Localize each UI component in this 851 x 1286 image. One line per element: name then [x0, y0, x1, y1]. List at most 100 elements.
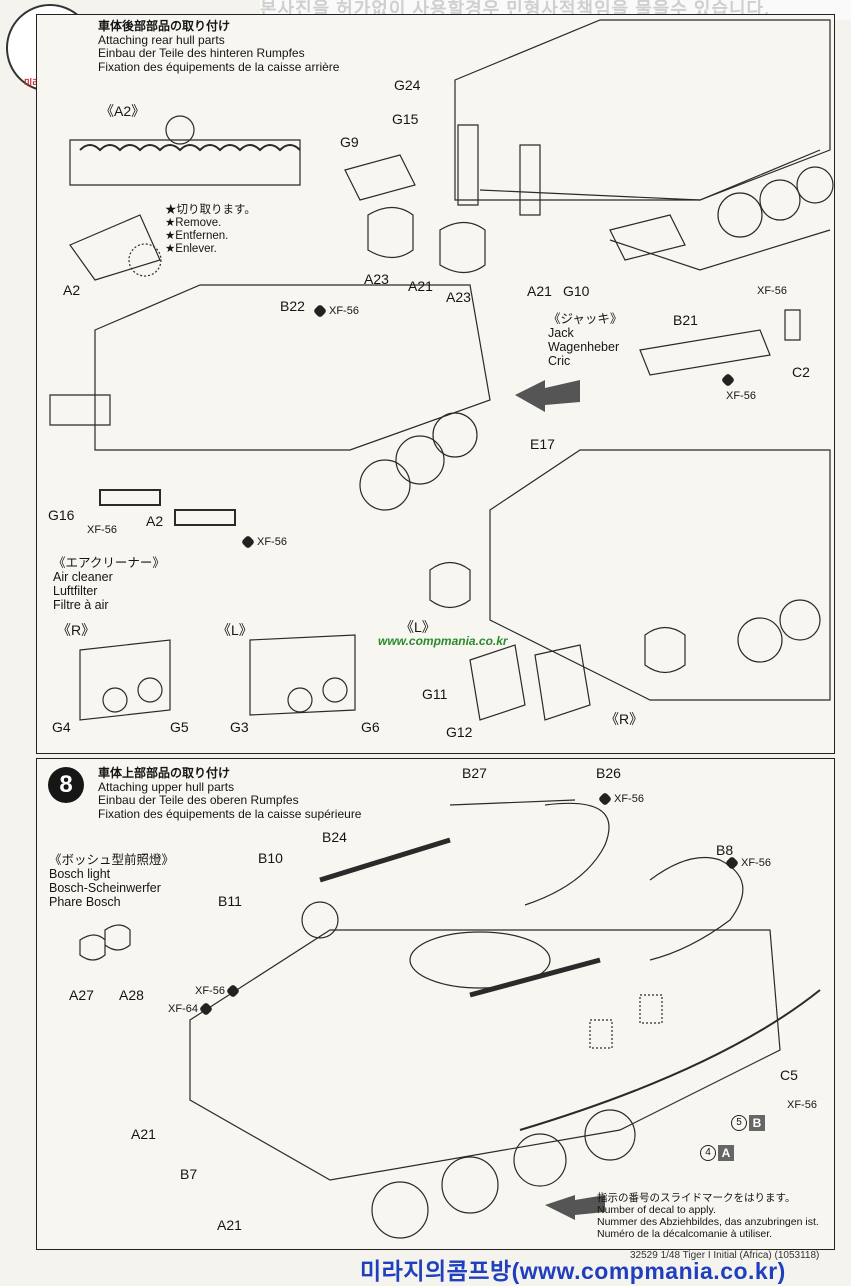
label-l-center: 《L》 [400, 619, 436, 635]
step-7-heading: 車体後部部品の取り付け Attaching rear hull parts Ei… [98, 19, 340, 74]
model-number: 32529 1/48 Tiger I Initial (Africa) (105… [630, 1250, 820, 1261]
label-b7: B7 [180, 1166, 198, 1182]
decal-note-fr: Numéro de la décalcomanie à utiliser. [597, 1228, 773, 1240]
paint-drop-icon [225, 984, 241, 999]
paint-code: XF-56 [329, 305, 359, 317]
label-b22: B22 [280, 298, 305, 314]
paint-xf56-b21 [720, 373, 737, 388]
jack-de: Wagenheber [548, 340, 620, 354]
label-a21-right: A21 [527, 283, 552, 299]
label-g9: G9 [340, 134, 359, 150]
paint-drop-icon [724, 856, 740, 871]
step-8-title-de: Einbau der Teile des oberen Rumpfes [98, 793, 299, 807]
paint-xf56-b22: XF-56 [312, 304, 359, 319]
paint-xf64: XF-64 [168, 1002, 215, 1017]
paint-xf56-c5: XF-56 [787, 1099, 817, 1111]
bosch-jp: 《ボッシュ型前照燈》 [49, 853, 175, 867]
step-8-title-en: Attaching upper hull parts [98, 779, 235, 794]
air-cleaner-en: Air cleaner [53, 570, 113, 584]
step-7-title-jp: 車体後部部品の取り付け [98, 19, 231, 33]
label-a23-right: A23 [446, 289, 471, 305]
step-8-heading: 車体上部部品の取り付け Attaching upper hull parts E… [98, 766, 361, 821]
paint-drop-icon [597, 792, 613, 807]
decal-sheet-b: B [749, 1115, 765, 1132]
remove-note-en: ★Remove. [165, 217, 222, 229]
step-8-number: 8 [48, 767, 84, 803]
label-a27: A27 [69, 987, 94, 1003]
label-a23-left: A23 [364, 271, 389, 287]
step-7-title-de: Einbau der Teile des hinteren Rumpfes [98, 46, 305, 60]
air-cleaner-callout: 《エアクリーナー》 Air cleaner Luftfilter Filtre … [53, 556, 165, 612]
air-cleaner-fr: Filtre à air [53, 598, 109, 612]
step-8-panel [36, 758, 835, 1250]
bosch-de: Bosch-Scheinwerfer [49, 881, 161, 895]
paint-drop-icon [198, 1002, 214, 1017]
label-c2: C2 [792, 364, 810, 380]
paint-xf56-left: XF-56 [195, 984, 242, 999]
decal-number-5: 5 [731, 1115, 747, 1132]
label-r-center: 《R》 [605, 711, 644, 727]
label-b24: B24 [322, 829, 347, 845]
label-a28: A28 [119, 987, 144, 1003]
paint-code: XF-56 [741, 857, 771, 869]
label-e17: E17 [530, 436, 555, 452]
label-g3: G3 [230, 719, 249, 735]
label-b10: B10 [258, 850, 283, 866]
decal-note-en: Number of decal to apply. [597, 1204, 716, 1216]
bosch-fr: Phare Bosch [49, 895, 121, 909]
label-a2-left: A2 [63, 282, 81, 298]
label-b8: B8 [716, 842, 734, 858]
paint-code: XF-56 [257, 536, 287, 548]
label-g5: G5 [170, 719, 189, 735]
label-g10: G10 [563, 283, 590, 299]
paint-drop-icon [720, 373, 736, 388]
label-g12: G12 [446, 724, 473, 740]
label-g11: G11 [422, 686, 448, 702]
label-g4: G4 [52, 719, 71, 735]
label-a2-bracket: 《A2》 [100, 103, 146, 119]
label-a21-a: A21 [131, 1126, 156, 1142]
paint-code: XF-56 [195, 985, 225, 997]
label-g15: G15 [392, 111, 419, 127]
label-g24: G24 [394, 77, 421, 93]
decal-sheet-a: A [718, 1145, 734, 1162]
bosch-light-callout: 《ボッシュ型前照燈》 Bosch light Bosch-Scheinwerfe… [49, 853, 174, 909]
decal-note: 指示の番号のスライドマークをはります。 Number of decal to a… [597, 1192, 819, 1240]
side-margin [0, 100, 34, 1240]
jack-fr: Cric [548, 354, 571, 368]
label-b21: B21 [673, 312, 698, 328]
step-7-title-fr: Fixation des équipements de la caisse ar… [98, 59, 340, 74]
jack-callout: 《ジャッキ》 Jack Wagenheber Cric [548, 312, 622, 368]
label-a2-bottom: A2 [146, 513, 164, 529]
label-c5: C5 [780, 1067, 798, 1083]
remove-note-de: ★Entfernen. [165, 230, 229, 242]
paint-code: XF-56 [614, 793, 644, 805]
label-b11: B11 [218, 893, 242, 909]
label-b27: B27 [462, 765, 487, 781]
jack-en: Jack [548, 326, 574, 340]
site-watermark: www.compmania.co.kr [378, 634, 508, 648]
bosch-en: Bosch light [49, 867, 111, 881]
paint-xf56-a2: XF-56 [87, 524, 117, 536]
label-l-left: 《L》 [217, 622, 253, 638]
paint-xf56-b26: XF-56 [597, 792, 644, 807]
footer-site-watermark: 미라지의콤프방(www.compmania.co.kr) [360, 1258, 786, 1284]
air-cleaner-de: Luftfilter [53, 584, 98, 598]
label-r-left: 《R》 [57, 622, 96, 638]
remove-note-jp: ★切り取ります。 [165, 204, 256, 216]
label-g16: G16 [48, 507, 75, 523]
remove-note-fr: ★Enlever. [165, 243, 217, 255]
paint-xf56-b8: XF-56 [724, 856, 771, 871]
step-8-title-jp: 車体上部部品の取り付け [98, 766, 231, 780]
step-7-title-en: Attaching rear hull parts [98, 32, 225, 47]
paint-xf56-track: XF-56 [240, 535, 287, 550]
paint-code: XF-64 [168, 1003, 198, 1015]
paint-xf56-c2: XF-56 [757, 285, 787, 297]
decal-number-4: 4 [700, 1145, 716, 1162]
jack-jp: 《ジャッキ》 [548, 312, 623, 326]
paint-drop-icon [240, 535, 256, 550]
decal-note-de: Nummer des Abziehbildes, das anzubringen… [597, 1216, 819, 1228]
